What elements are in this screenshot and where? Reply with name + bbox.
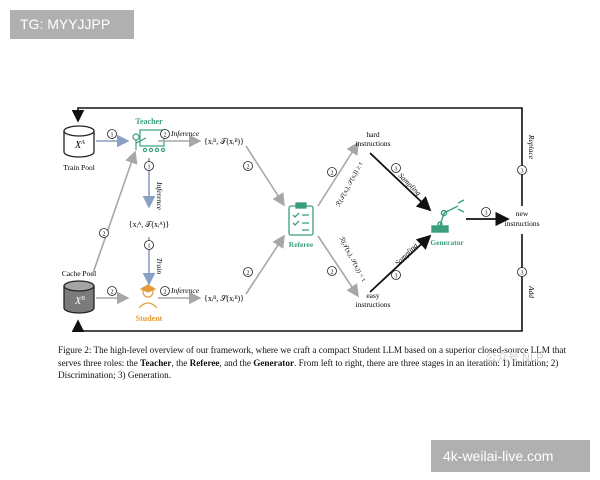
easy-instructions-line2: instructions [356,300,391,309]
hard-instructions-line1: hard [366,130,380,139]
cache-pool: Cache Pool XB [62,269,96,314]
referee-to-hard-arrow [317,141,359,207]
figure-caption: Figure 2: The high-level overview of our… [58,345,567,380]
stage-marker: 2 [103,232,106,238]
teacher-down-inference-label: Inference [155,181,164,211]
clipboard-icon [288,202,314,236]
stage-marker: 2 [164,133,167,139]
replace-loop-line [71,107,523,206]
easy-condition: ℛ(𝒯(xᵢ), 𝒮(xᵢ)) < τ [338,235,369,283]
student-output-expr: {xᵢᴮ, 𝒮(xᵢᴮ)} [204,294,244,303]
stage-marker: 1 [148,165,151,171]
student-to-referee-arrow [245,234,285,295]
cache-pool-label: Cache Pool [62,269,96,278]
hard-sampling-label: Sampling [397,171,424,198]
teacher-inference-label: Inference [170,129,200,138]
stage-marker: 3 [521,271,524,277]
referee-to-easy-arrow [317,235,359,298]
new-instructions-line2: instructions [505,219,540,228]
add-loop-line [71,234,523,333]
stage-marker: 2 [331,171,334,177]
teacher-node: Teacher [132,117,166,153]
caption-watermark: 公众号 NLP [486,352,544,364]
stage-marker: 3 [395,167,398,173]
stage-marker: 1 [148,244,151,250]
generator-label: Generator [430,238,464,247]
generator-node: Generator [430,199,465,247]
stage-marker: 3 [521,169,524,175]
referee-label: Referee [289,240,314,249]
student-label: Student [136,314,163,323]
teacher-output-expr: {xᵢᴮ, 𝒯(xᵢᴮ)} [204,137,244,146]
teacher-down-expr: {xᵢᴬ, 𝒯(xᵢᴬ)} [129,220,170,229]
watermark-top: TG: MYYJJPP [10,10,134,39]
easy-sampling-label: Sampling [393,241,420,268]
referee-node: Referee [288,202,314,249]
stage-marker: 3 [395,274,398,280]
feedback-loop [71,107,523,333]
train-pool: XA Train Pool [63,125,95,172]
teacher-label: Teacher [135,117,163,126]
robot-arm-icon [431,199,465,233]
student-icon [138,284,158,309]
train-label: Train [155,258,164,275]
cache-to-teacher-arrow [91,150,138,277]
hard-sampling-arrow [369,152,432,212]
easy-instructions-line1: easy [366,291,380,300]
hard-instructions-line2: instructions [356,139,391,148]
database-icon [63,125,95,158]
easy-sampling-arrow [369,234,432,293]
stage-marker: 3 [485,211,488,217]
train-pool-label: Train Pool [63,163,95,172]
stage-marker: 1 [111,133,114,139]
student-node: Student [136,284,163,323]
stage-marker: 2 [247,165,250,171]
watermark-bottom: 4k-weilai-live.com [431,440,590,472]
stage-marker: 2 [111,290,114,296]
stage-marker: 2 [331,270,334,276]
stage-marker: 2 [247,271,250,277]
replace-label: Replace [527,134,536,160]
new-instructions-line1: new [516,209,529,218]
student-inference-label: Inference [170,286,200,295]
stage-marker: 2 [164,290,167,296]
train-pool-symbol: XA [74,140,85,151]
add-label: Add [527,285,536,298]
teacher-to-referee-arrow [245,145,285,207]
cache-pool-symbol: XB [74,296,85,307]
database-icon [63,280,95,314]
hard-condition: ℛ(𝒯(xᵢ), 𝒮(xᵢ)) ≥ τ [334,160,364,208]
